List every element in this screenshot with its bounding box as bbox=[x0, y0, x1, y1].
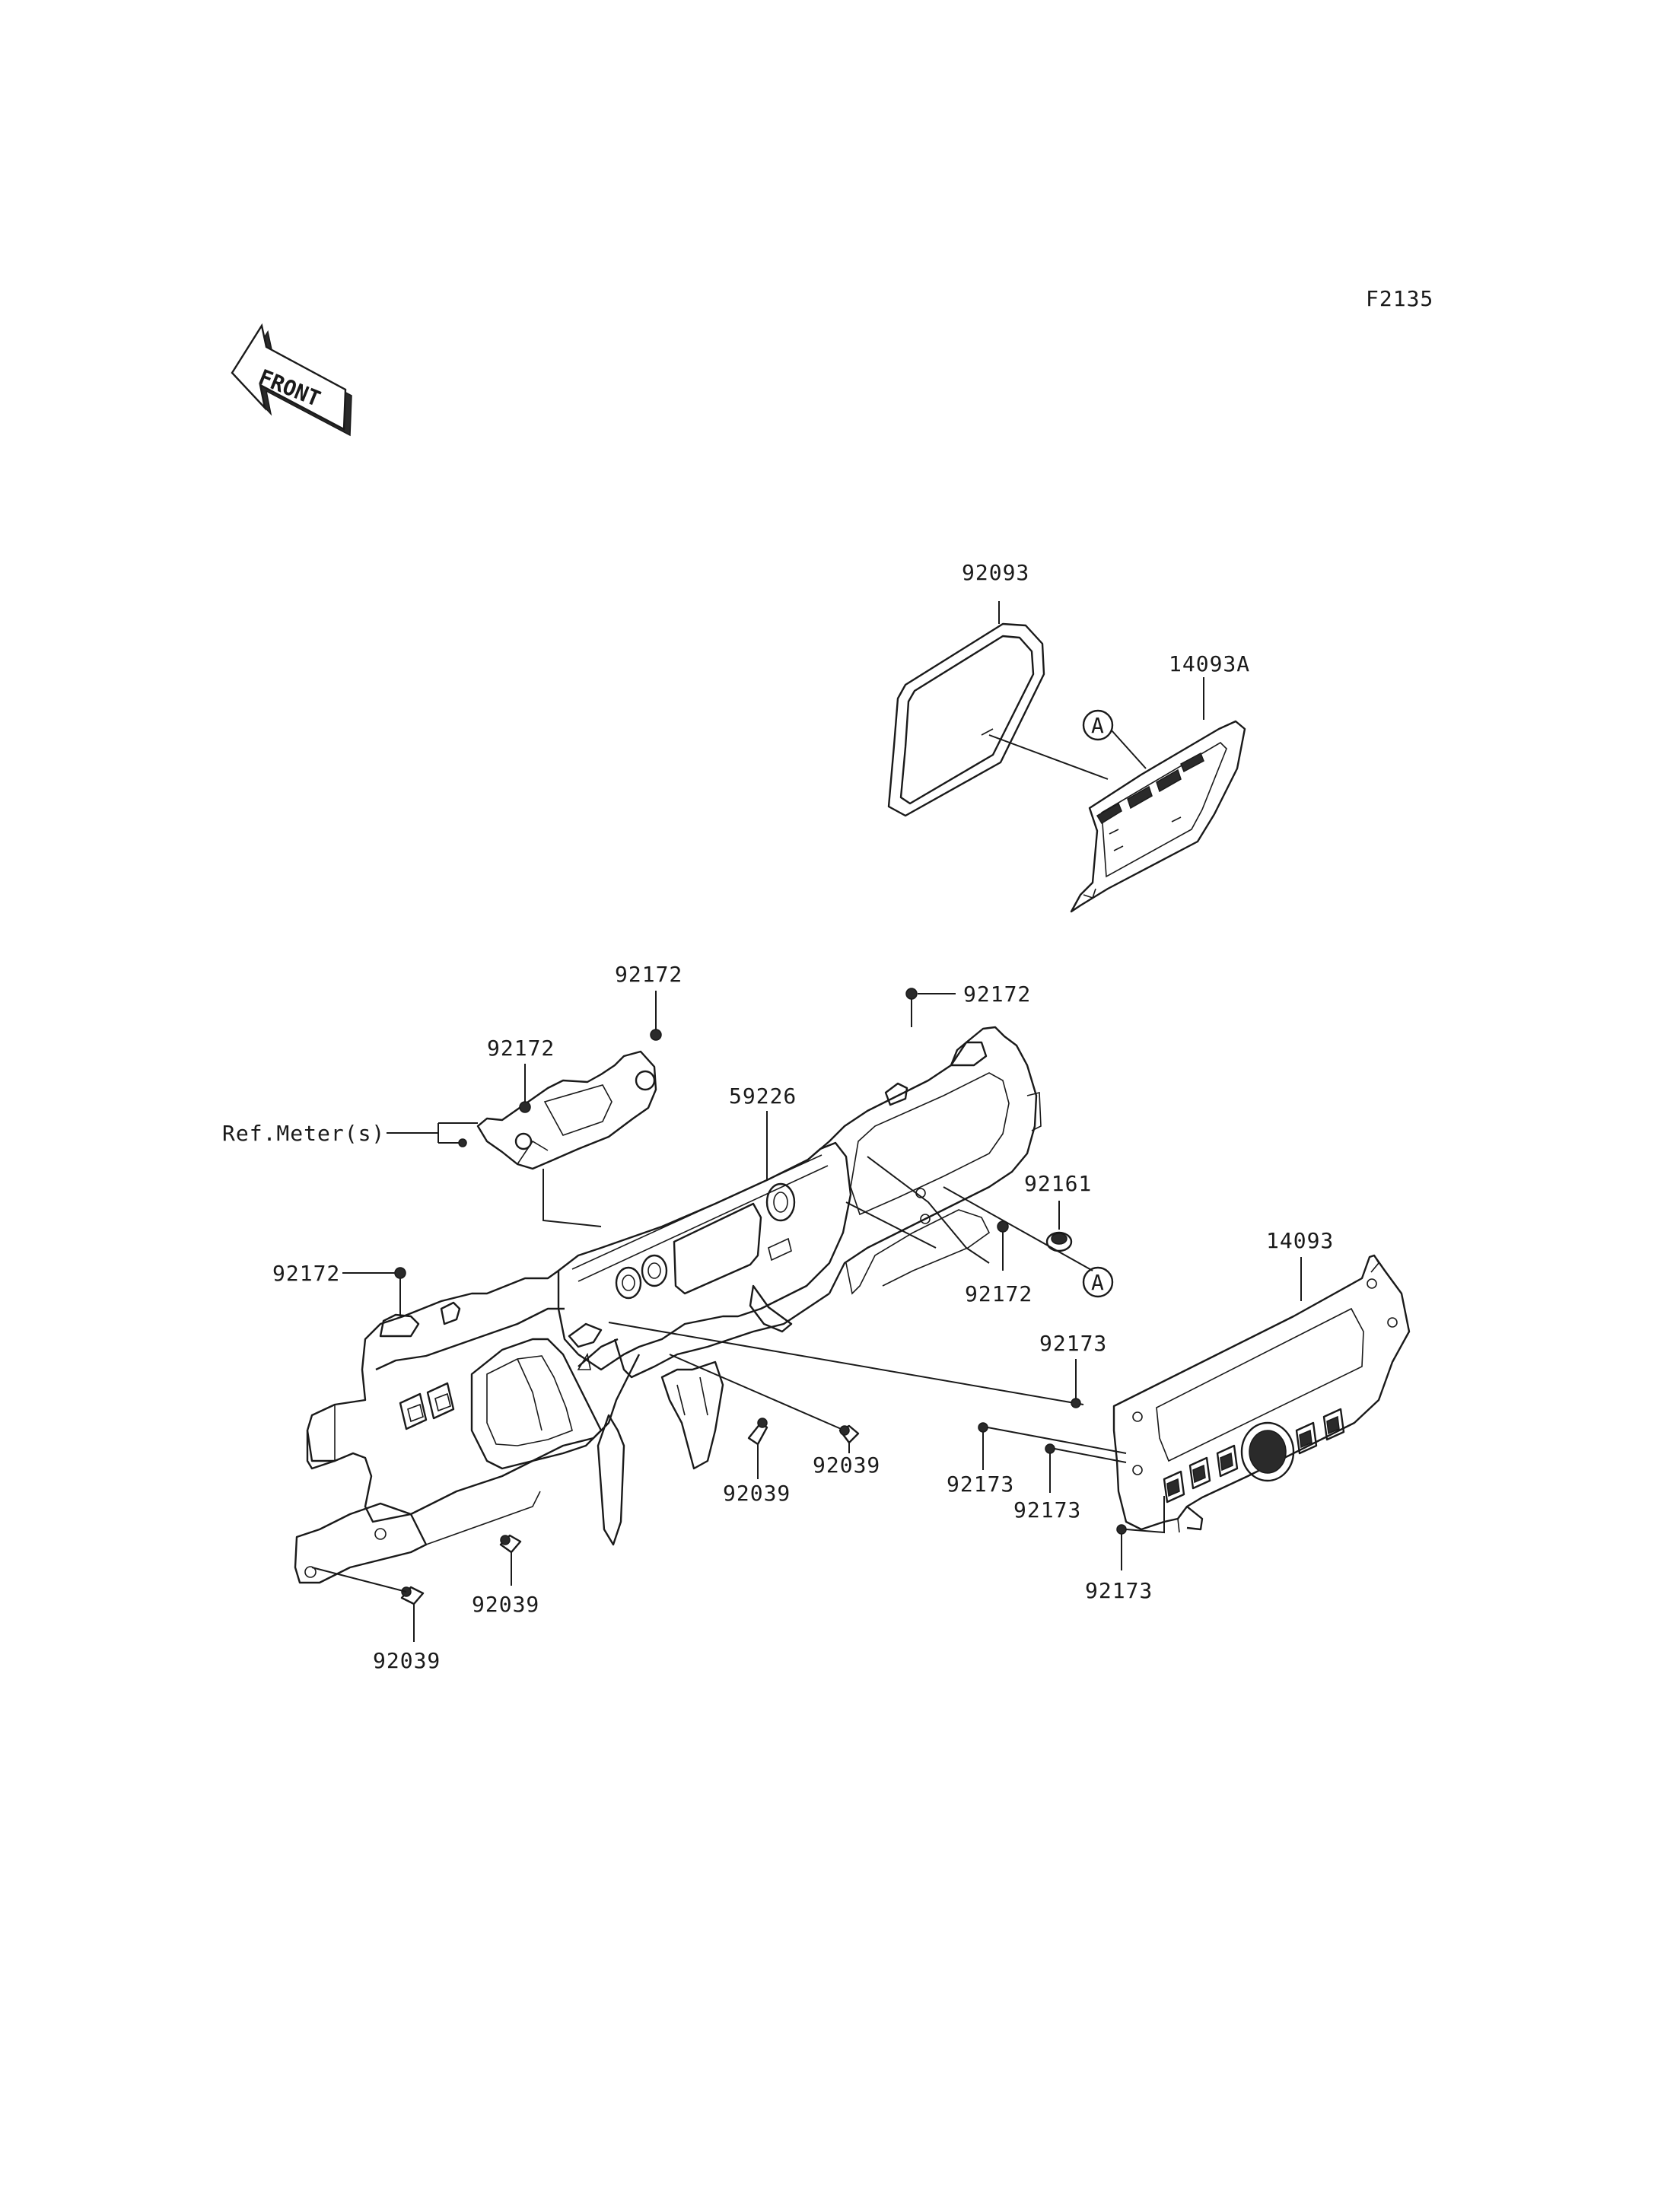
grommet-hole-icon bbox=[1051, 1233, 1068, 1245]
label-glove-door: 14093A bbox=[1169, 651, 1250, 676]
label-bolt-c: 92039 bbox=[472, 1592, 539, 1617]
ref-meter-screw-icon bbox=[458, 1138, 467, 1147]
screw-b-icon bbox=[978, 1422, 988, 1433]
clip-left-meter-icon bbox=[519, 1101, 531, 1113]
dash-glove-lines bbox=[845, 1156, 990, 1264]
dash-cover-line bbox=[608, 1322, 1084, 1405]
label-clip-far-left: 92172 bbox=[272, 1261, 340, 1286]
ref-a-top-icon bbox=[1082, 709, 1114, 741]
dash-bolt-line bbox=[669, 1354, 845, 1431]
clip-far-left-leader bbox=[342, 1272, 401, 1316]
center-cover-part bbox=[1112, 1254, 1411, 1533]
label-clip-center: 92172 bbox=[965, 1281, 1032, 1306]
meter-dash-line bbox=[542, 1169, 602, 1227]
screw-d-line bbox=[1125, 1496, 1165, 1534]
label-grommet: 92161 bbox=[1024, 1171, 1092, 1196]
bolt-d-icon bbox=[400, 1586, 425, 1605]
ref-a-bottom: A bbox=[1091, 1270, 1105, 1295]
screw-a-icon bbox=[1071, 1398, 1081, 1408]
bolt-c-icon bbox=[499, 1534, 522, 1554]
gasket-door-line bbox=[988, 734, 1109, 780]
label-screw-d: 92173 bbox=[1085, 1578, 1153, 1603]
ref-meter-leader bbox=[387, 1122, 478, 1144]
clip-top-right-icon bbox=[905, 988, 918, 1000]
clip-top-left-icon bbox=[650, 1029, 662, 1041]
label-screw-b: 92173 bbox=[947, 1472, 1014, 1497]
label-bolt-d: 92039 bbox=[373, 1648, 441, 1673]
bolt-b-icon bbox=[838, 1424, 860, 1444]
label-clip-left-meter: 92172 bbox=[487, 1036, 555, 1061]
meter-bracket-part bbox=[476, 1050, 657, 1170]
grommet-icon bbox=[1045, 1231, 1073, 1252]
label-clip-top-left: 92172 bbox=[615, 962, 682, 987]
gasket-part bbox=[887, 622, 1045, 817]
screw-d-icon bbox=[1116, 1524, 1127, 1535]
glove-door-part bbox=[1070, 720, 1246, 913]
bolt-a-icon bbox=[747, 1418, 768, 1446]
screw-c-icon bbox=[1045, 1443, 1055, 1454]
screw-c-line bbox=[1054, 1448, 1127, 1463]
ref-a-bottom-icon bbox=[1082, 1266, 1114, 1298]
label-clip-top-right: 92172 bbox=[963, 982, 1031, 1007]
label-center-cover: 14093 bbox=[1266, 1228, 1334, 1253]
bolt-d-line bbox=[311, 1567, 407, 1593]
label-screw-c: 92173 bbox=[1013, 1497, 1081, 1523]
label-bolt-b: 92039 bbox=[813, 1453, 880, 1478]
glove-ref-line bbox=[943, 1186, 1093, 1271]
ref-a-top: A bbox=[1091, 713, 1105, 738]
ref-a-top-leader bbox=[1111, 730, 1147, 769]
label-ref-meter: Ref.Meter(s) bbox=[222, 1121, 385, 1146]
diagram-code: F2135 bbox=[1366, 286, 1433, 311]
label-screw-a: 92173 bbox=[1039, 1331, 1107, 1356]
clip-center-icon bbox=[997, 1220, 1009, 1233]
screw-b-line bbox=[987, 1427, 1127, 1454]
label-dash-panel: 59226 bbox=[729, 1083, 797, 1109]
dash-panel-part bbox=[294, 1026, 1042, 1584]
label-gasket: 92093 bbox=[962, 560, 1029, 585]
front-arrow-icon: FRONT bbox=[231, 323, 352, 437]
clip-far-left-icon bbox=[394, 1267, 406, 1279]
label-bolt-a: 92039 bbox=[723, 1481, 791, 1506]
